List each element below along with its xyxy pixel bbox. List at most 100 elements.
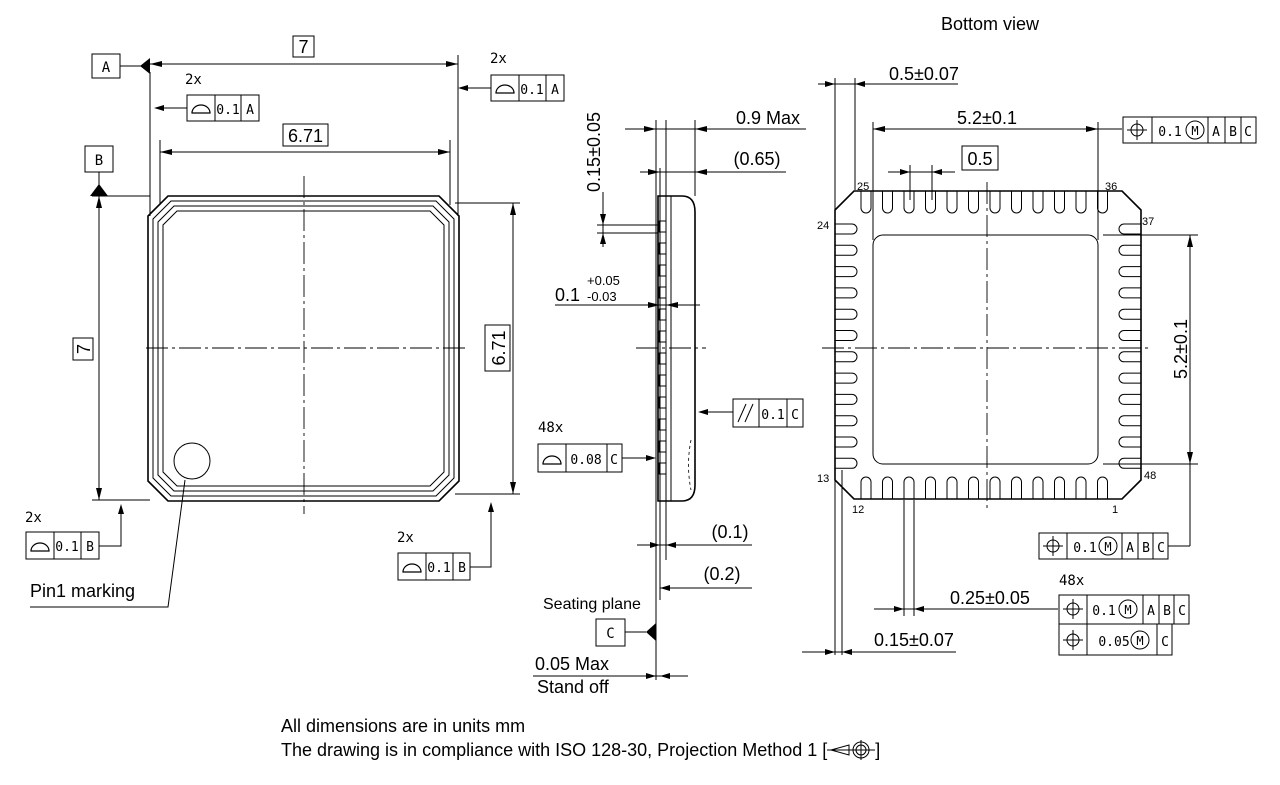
lead-width-dim: 0.25±0.05 xyxy=(950,588,1030,608)
datum-a-triangle xyxy=(140,58,150,74)
land-top xyxy=(882,191,893,214)
land-left xyxy=(835,351,858,363)
bottom-view: Bottom view 25 36 24 37 13 48 12 1 0.5±0… xyxy=(802,14,1257,656)
lead-thickness-dim: 0.1 xyxy=(555,285,580,305)
svg-text:M: M xyxy=(1104,540,1111,554)
svg-text:A: A xyxy=(246,103,254,118)
svg-text:0.1: 0.1 xyxy=(55,540,78,555)
svg-text:M: M xyxy=(1124,603,1131,617)
land-top xyxy=(860,191,872,214)
edge-offset-dim: 0.5±0.07 xyxy=(889,64,959,84)
land-right xyxy=(1118,223,1141,235)
svg-text:2x: 2x xyxy=(490,51,507,67)
bottom-lands xyxy=(835,191,1141,499)
pin-label-24: 24 xyxy=(817,220,829,232)
svg-text:0.05 Max: 0.05 Max xyxy=(535,654,609,674)
svg-text:0.1: 0.1 xyxy=(427,561,450,576)
pin-label-1: 1 xyxy=(1112,504,1118,516)
pitch-dim: 0.5 xyxy=(967,149,992,169)
svg-text:2x: 2x xyxy=(397,530,414,546)
svg-text:B: B xyxy=(1229,125,1237,140)
land-bottom xyxy=(925,476,936,499)
land-top xyxy=(989,191,1001,214)
land-bottom xyxy=(989,476,1001,499)
side-body-outline xyxy=(657,195,696,502)
land-bottom xyxy=(1097,476,1108,499)
svg-text:(0.2): (0.2) xyxy=(703,564,740,584)
count-2x-label: 2x xyxy=(185,72,202,88)
land-right xyxy=(1118,351,1141,363)
svg-text:-0.03: -0.03 xyxy=(587,289,617,304)
land-top xyxy=(1032,191,1044,214)
package-body-outline xyxy=(147,195,460,502)
land-left xyxy=(835,266,858,278)
land-left xyxy=(835,244,858,256)
svg-text:0.1: 0.1 xyxy=(1092,604,1115,619)
land-left xyxy=(835,287,858,299)
svg-text:(0.65): (0.65) xyxy=(733,149,780,169)
land-bottom xyxy=(882,476,893,499)
top-body-height-dim: 6.71 xyxy=(489,330,509,365)
land-left xyxy=(835,308,858,320)
land-left xyxy=(835,393,858,405)
svg-text:M: M xyxy=(1191,124,1198,138)
svg-text:A: A xyxy=(1147,604,1155,619)
exposed-pad xyxy=(872,234,1099,465)
land-bottom xyxy=(1075,476,1087,499)
svg-text:C: C xyxy=(1178,604,1186,619)
svg-text:0.05: 0.05 xyxy=(1098,635,1129,650)
top-height-dim: 7 xyxy=(74,344,94,354)
land-top xyxy=(1075,191,1087,214)
parallelism-icon xyxy=(737,403,754,423)
svg-text:A: A xyxy=(1126,541,1134,556)
land-left xyxy=(835,330,858,341)
land-left xyxy=(835,436,858,448)
land-left xyxy=(835,415,858,427)
top-body-width-dim: 6.71 xyxy=(288,126,323,146)
seating-plane-label: Seating plane xyxy=(543,596,641,613)
land-right xyxy=(1118,330,1141,341)
svg-text:48x: 48x xyxy=(1059,573,1084,589)
land-bottom xyxy=(946,476,958,499)
top-width-dim: 7 xyxy=(298,37,308,57)
svg-text:B: B xyxy=(458,561,466,576)
svg-text:0.1: 0.1 xyxy=(216,103,239,118)
datum-c-label: C xyxy=(606,626,614,642)
land-bottom xyxy=(903,476,915,499)
land-bottom xyxy=(968,476,979,499)
pin-label-25: 25 xyxy=(857,181,869,193)
land-right xyxy=(1118,287,1141,299)
datum-a-label: A xyxy=(102,60,111,76)
svg-text:C: C xyxy=(1244,125,1252,140)
svg-text:A: A xyxy=(1212,125,1220,140)
svg-text:B: B xyxy=(86,540,94,555)
note-iso: The drawing is in compliance with ISO 12… xyxy=(281,740,881,760)
land-bottom xyxy=(1032,476,1044,499)
thickness-max-dim: 0.9 Max xyxy=(736,108,800,128)
svg-text:+0.05: +0.05 xyxy=(587,273,620,288)
land-top xyxy=(925,191,936,214)
pin-label-48: 48 xyxy=(1144,470,1156,482)
pin-label-37: 37 xyxy=(1142,216,1154,228)
land-top xyxy=(1054,191,1065,214)
land-right xyxy=(1118,372,1141,384)
svg-text:48x: 48x xyxy=(538,420,563,436)
svg-text:0.1: 0.1 xyxy=(1158,125,1181,140)
side-view: 0.9 Max (0.65) 0.15±0.05 0.1 +0.05 -0.03… xyxy=(533,108,806,697)
svg-text:(0.1): (0.1) xyxy=(711,522,748,542)
land-bottom xyxy=(1054,476,1065,499)
svg-text:0.1: 0.1 xyxy=(761,408,784,423)
pin-label-13: 13 xyxy=(817,473,829,485)
land-top xyxy=(1097,191,1108,214)
pin-label-12: 12 xyxy=(852,504,864,516)
land-left xyxy=(835,372,858,384)
svg-text:Stand off: Stand off xyxy=(537,677,610,697)
land-top xyxy=(903,191,915,214)
note-units: All dimensions are in units mm xyxy=(281,716,526,736)
pin-label-36: 36 xyxy=(1105,181,1117,193)
pin1-marking-label: Pin1 marking xyxy=(30,581,135,601)
land-right xyxy=(1118,436,1141,448)
land-bottom xyxy=(860,476,872,499)
land-top xyxy=(946,191,958,214)
